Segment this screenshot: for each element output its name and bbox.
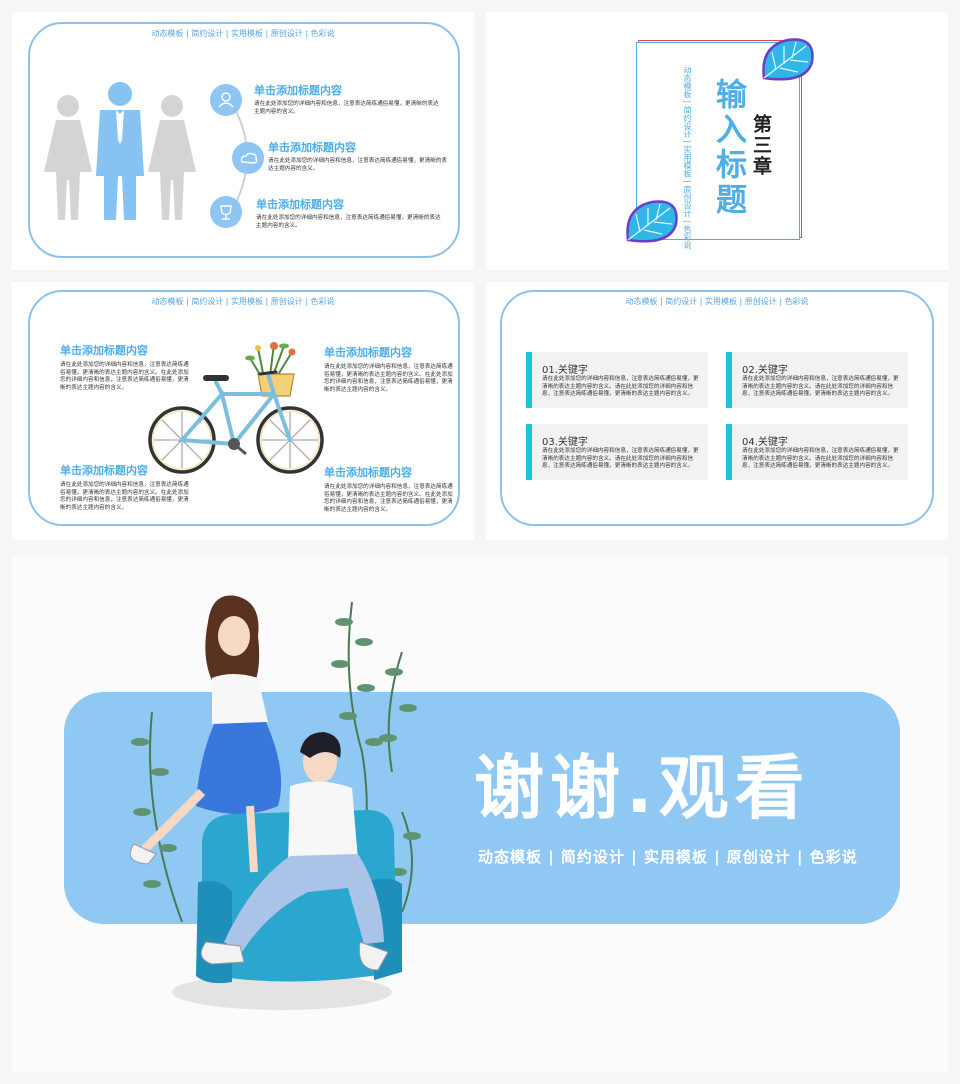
couple-illustration	[129, 595, 421, 1010]
item-title[interactable]: 单击添加标题内容	[60, 464, 148, 477]
item-title[interactable]: 单击添加标题内容	[324, 346, 412, 359]
keyword-card-3: 03.关键字 请在此处添加您的详细内容和信息，注意表达简练通俗易懂，更清晰的表达…	[526, 424, 708, 480]
card-keyword[interactable]: 04.关键字	[742, 437, 788, 448]
flower-bouquet	[245, 342, 296, 379]
card-body[interactable]: 请在此处添加您的详细内容和信息，注意表达简练通俗易懂，更清晰的表达主题内容的含义…	[742, 448, 899, 470]
item-title[interactable]: 单击添加标题内容	[254, 84, 342, 97]
item-body[interactable]: 请在此处添加您的详细内容和信息，注意表达简练通俗易懂，更清晰的表达主题内容的含义…	[60, 482, 189, 511]
keyword-card-2: 02.关键字 请在此处添加您的详细内容和信息，注意表达简练通俗易懂，更清晰的表达…	[726, 352, 908, 408]
trophy-icon	[210, 196, 242, 228]
item-body[interactable]: 请在此处添加您的详细内容和信息，注意表达简练通俗易懂，更清晰的表达主题内容的含义…	[60, 362, 189, 391]
item-body[interactable]: 请在此处添加您的详细内容和信息，注意表达简练通俗易懂，更清晰的表达主题内容的含义…	[256, 215, 441, 229]
slide-people: 动态模板 | 简约设计 | 实用模板 | 原创设计 | 色彩说 单击添加标题内容…	[12, 12, 474, 270]
item-body[interactable]: 请在此处添加您的详细内容和信息，注意表达简练通俗易懂，更清晰的表达主题内容的含义…	[324, 364, 453, 393]
item-title[interactable]: 单击添加标题内容	[268, 141, 356, 154]
chapter-title[interactable]: 输入标题	[710, 78, 746, 218]
item-body[interactable]: 请在此处添加您的详细内容和信息，注意表达简练通俗易懂，更清晰的表达主题内容的含义…	[254, 101, 439, 115]
card-body[interactable]: 请在此处添加您的详细内容和信息，注意表达简练通俗易懂，更清晰的表达主题内容的含义…	[542, 376, 699, 398]
slide-frame	[28, 22, 460, 258]
card-body[interactable]: 请在此处添加您的详细内容和信息，注意表达简练通俗易懂，更清晰的表达主题内容的含义…	[742, 376, 899, 398]
card-keyword[interactable]: 01.关键字	[542, 365, 588, 376]
card-body[interactable]: 请在此处添加您的详细内容和信息，注意表达简练通俗易懂，更清晰的表达主题内容的含义…	[542, 448, 699, 470]
slide-keywords: 动态模板 | 简约设计 | 实用模板 | 原创设计 | 色彩说 01.关键字 请…	[486, 282, 948, 540]
people-item-1: 单击添加标题内容 请在此处添加您的详细内容和信息，注意表达简练通俗易懂，更清晰的…	[254, 82, 439, 116]
chapter-label[interactable]: 第三章	[750, 114, 772, 177]
bicycle-illustration	[148, 342, 324, 474]
card-accent-bar	[526, 424, 532, 480]
bicycle-item-4: 单击添加标题内容 请在此处添加您的详细内容和信息，注意表达简练通俗易懂，更清晰的…	[324, 464, 454, 514]
bicycle-item-1: 单击添加标题内容 请在此处添加您的详细内容和信息，注意表达简练通俗易懂，更清晰的…	[60, 342, 190, 392]
slide-tagline: 动态模板 | 简约设计 | 实用模板 | 原创设计 | 色彩说	[625, 297, 809, 306]
item-body[interactable]: 请在此处添加您的详细内容和信息，注意表达简练通俗易懂，更清晰的表达主题内容的含义…	[268, 158, 448, 172]
thanks-tagline: 动态模板 | 简约设计 | 实用模板 | 原创设计 | 色彩说	[478, 848, 858, 866]
card-keyword[interactable]: 03.关键字	[542, 437, 588, 448]
slide-thanks: 谢谢.观看 动态模板 | 简约设计 | 实用模板 | 原创设计 | 色彩说	[12, 556, 948, 1072]
item-title[interactable]: 单击添加标题内容	[60, 344, 148, 357]
item-body[interactable]: 请在此处添加您的详细内容和信息，注意表达简练通俗易懂，更清晰的表达主题内容的含义…	[324, 484, 453, 513]
slide-frame	[500, 290, 934, 526]
cloud-icon	[232, 142, 264, 174]
item-title[interactable]: 单击添加标题内容	[256, 198, 344, 211]
people-illustration	[44, 82, 196, 220]
slide-chapter: 第三章 输入标题 动态模板 | 简约设计 | 实用模板 | 原创设计 | 色彩说	[486, 12, 948, 270]
slide-tagline: 动态模板 | 简约设计 | 实用模板 | 原创设计 | 色彩说	[151, 297, 335, 306]
leaf-icon	[626, 200, 678, 243]
card-keyword[interactable]: 02.关键字	[742, 365, 788, 376]
card-accent-bar	[726, 352, 732, 408]
card-accent-bar	[526, 352, 532, 408]
user-icon	[210, 84, 242, 116]
item-title[interactable]: 单击添加标题内容	[324, 466, 412, 479]
card-accent-bar	[726, 424, 732, 480]
thanks-title[interactable]: 谢谢.观看	[474, 747, 811, 829]
people-item-3: 单击添加标题内容 请在此处添加您的详细内容和信息，注意表达简练通俗易懂，更清晰的…	[256, 196, 441, 230]
bicycle-item-3: 单击添加标题内容 请在此处添加您的详细内容和信息，注意表达简练通俗易懂，更清晰的…	[60, 462, 190, 512]
slide-frame	[28, 290, 460, 526]
leaf-icon	[762, 38, 814, 81]
keyword-card-4: 04.关键字 请在此处添加您的详细内容和信息，注意表达简练通俗易懂，更清晰的表达…	[726, 424, 908, 480]
chapter-tagline: 动态模板 | 简约设计 | 实用模板 | 原创设计 | 色彩说	[683, 66, 692, 250]
slide-bicycle: 动态模板 | 简约设计 | 实用模板 | 原创设计 | 色彩说 单击添加标题内容…	[12, 282, 474, 540]
keyword-card-1: 01.关键字 请在此处添加您的详细内容和信息，注意表达简练通俗易懂，更清晰的表达…	[526, 352, 708, 408]
slide-tagline: 动态模板 | 简约设计 | 实用模板 | 原创设计 | 色彩说	[151, 29, 335, 38]
people-item-2: 单击添加标题内容 请在此处添加您的详细内容和信息，注意表达简练通俗易懂，更清晰的…	[268, 139, 448, 173]
bicycle-item-2: 单击添加标题内容 请在此处添加您的详细内容和信息，注意表达简练通俗易懂，更清晰的…	[324, 344, 454, 394]
